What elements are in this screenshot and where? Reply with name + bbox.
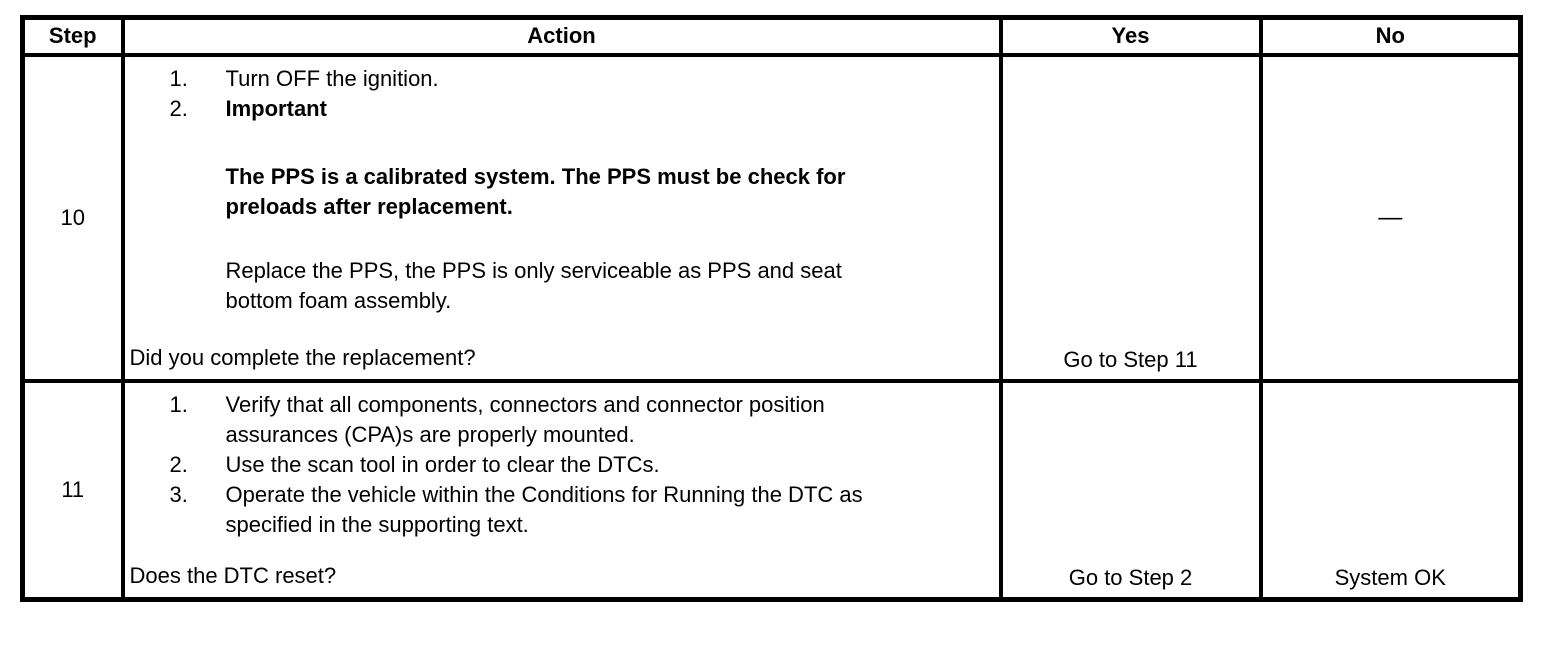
list-number: 3. xyxy=(169,481,188,507)
yes-result-cell: Go to Step 11 xyxy=(998,52,1263,383)
col-header-no: No xyxy=(1258,15,1523,57)
question-text: Did you complete the replacement? xyxy=(129,344,476,370)
list-item-text: Important xyxy=(225,95,327,121)
table-row-step-10: 10 1. Turn OFF the ignition. 2. Importan… xyxy=(20,52,1523,383)
list-number: 2. xyxy=(169,451,188,477)
action-list-item: 2. Important xyxy=(130,94,993,124)
action-cell: 1. Turn OFF the ignition. 2. Important T… xyxy=(120,52,1003,383)
list-number: 2. xyxy=(169,95,188,121)
no-result-text: System OK xyxy=(1334,564,1446,590)
list-item-text: Use the scan tool in order to clear the … xyxy=(225,451,660,477)
col-header-yes: Yes xyxy=(998,15,1263,57)
yes-result-cell: Go to Step 2 xyxy=(998,378,1263,601)
no-result-cell: System OK xyxy=(1258,378,1523,601)
list-item-text: Operate the vehicle within the Condition… xyxy=(225,481,863,537)
action-list-item: 1. Verify that all components, connector… xyxy=(130,390,993,450)
yes-result-text: Go to Step 2 xyxy=(1068,564,1193,590)
diagnostic-step-table: Step Action Yes No 10 1. Turn OFF the ig… xyxy=(20,15,1523,602)
action-content: 1. Turn OFF the ignition. 2. Important T… xyxy=(127,59,997,377)
header-row: Step Action Yes No xyxy=(20,15,1523,57)
important-note-text: The PPS is a calibrated system. The PPS … xyxy=(225,163,846,219)
no-result-text: — xyxy=(1378,203,1403,231)
action-list-item: 1. Turn OFF the ignition. xyxy=(130,64,993,94)
step-number-cell: 10 xyxy=(20,52,125,383)
list-number: 1. xyxy=(169,391,188,417)
action-list-item: 3. Operate the vehicle within the Condit… xyxy=(130,480,993,540)
step-number-cell: 11 xyxy=(20,378,125,601)
col-header-step: Step xyxy=(20,15,125,57)
no-result-cell: — xyxy=(1258,52,1523,383)
action-cell: 1. Verify that all components, connector… xyxy=(120,378,1003,601)
action-content: 1. Verify that all components, connector… xyxy=(127,384,997,595)
col-header-action: Action xyxy=(120,15,1003,57)
list-item-text: Turn OFF the ignition. xyxy=(225,65,439,91)
action-list-item: 2. Use the scan tool in order to clear t… xyxy=(130,450,993,480)
instruction-text: Replace the PPS, the PPS is only service… xyxy=(225,257,842,313)
list-number: 1. xyxy=(169,65,188,91)
table-row-step-11: 11 1. Verify that all components, connec… xyxy=(20,378,1523,601)
list-item-text: Verify that all components, connectors a… xyxy=(225,391,825,447)
question-text: Does the DTC reset? xyxy=(129,562,337,588)
yes-result-text: Go to Step 11 xyxy=(1063,346,1198,372)
